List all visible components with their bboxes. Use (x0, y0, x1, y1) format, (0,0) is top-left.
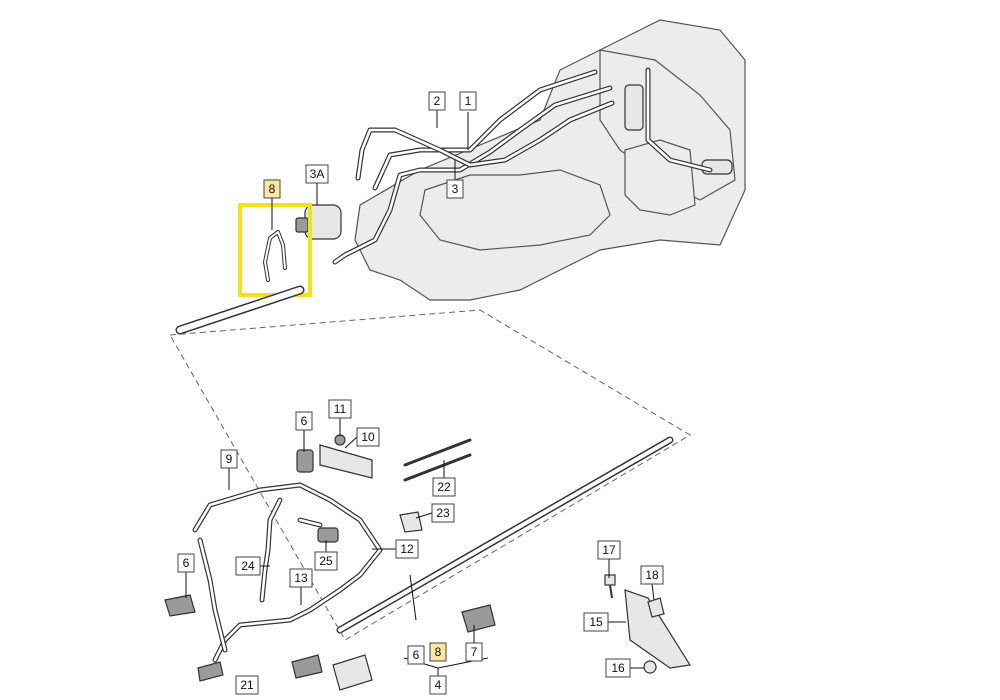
clip-23 (399, 511, 423, 533)
callout-6-c-text: 6 (413, 648, 420, 662)
callout-11-text: 11 (334, 402, 347, 416)
callout-6-c: 6 (407, 645, 425, 665)
underbody-rail (175, 285, 674, 634)
bolt-17 (604, 574, 616, 599)
callout-17: 17 (597, 540, 621, 560)
callout-11: 11 (328, 399, 352, 419)
callout-23: 23 (431, 503, 455, 523)
callout-3a-text: 3A (310, 167, 325, 181)
clip-6-a (296, 449, 314, 473)
detail-frame (169, 309, 691, 641)
callout-21-text: 21 (240, 678, 254, 692)
nut-11 (334, 434, 346, 446)
callout-1: 1 (459, 91, 477, 111)
callout-9: 9 (220, 449, 238, 469)
callout-17-text: 17 (602, 543, 616, 557)
callout-7-text: 7 (471, 645, 478, 659)
callout-8-top-text: 8 (269, 182, 276, 196)
callout-15: 15 (583, 612, 609, 632)
bracket-10 (319, 444, 373, 479)
callout-23-text: 23 (436, 506, 450, 520)
callout-22: 22 (432, 477, 456, 497)
valve-25 (317, 527, 339, 543)
callout-16: 16 (605, 658, 631, 678)
callout-2-text: 2 (434, 94, 441, 108)
lower-fuel-pipes (192, 482, 383, 663)
damper-block (332, 654, 373, 691)
callout-18-text: 18 (645, 568, 659, 582)
callout-13: 13 (289, 568, 313, 588)
callout-22-text: 22 (437, 480, 451, 494)
callout-18: 18 (640, 565, 664, 585)
callout-16-text: 16 (611, 661, 625, 675)
clip-21 (197, 661, 224, 682)
callout-13-text: 13 (294, 571, 308, 585)
nut-16 (643, 660, 657, 674)
top-fuel-pipes (332, 67, 713, 265)
callout-25-text: 25 (319, 554, 333, 568)
callout-4: 4 (429, 675, 447, 695)
callout-3: 3 (446, 179, 464, 199)
callout-8-bottom: 8 (429, 642, 447, 662)
callout-4-text: 4 (435, 678, 442, 692)
callout-6-b: 6 (177, 553, 195, 573)
cable-ties-22 (403, 438, 472, 482)
callout-2: 2 (428, 91, 446, 111)
leader-lines (185, 108, 655, 676)
callout-12-text: 12 (400, 542, 414, 556)
fuel-filter (295, 204, 342, 240)
callout-3-text: 3 (452, 182, 459, 196)
callout-6-b-text: 6 (183, 556, 190, 570)
callout-24: 24 (235, 556, 261, 576)
holder-7 (461, 604, 496, 633)
callout-7: 7 (465, 642, 483, 662)
callout-8-bottom-text: 8 (435, 645, 442, 659)
clip-6-c (291, 654, 323, 679)
callout-3a: 3A (305, 164, 329, 184)
callout-1-text: 1 (465, 94, 472, 108)
return-hose-8 (263, 230, 287, 282)
clip-18 (647, 597, 665, 618)
callout-21: 21 (235, 675, 259, 695)
bracket-15 (624, 589, 691, 669)
callout-6-a: 6 (295, 411, 313, 431)
callout-25: 25 (314, 551, 338, 571)
callout-24-text: 24 (241, 559, 255, 573)
callout-10: 10 (356, 427, 380, 447)
callout-12: 12 (395, 539, 419, 559)
callout-8-top: 8 (263, 179, 281, 199)
callout-10-text: 10 (361, 430, 375, 444)
callout-9-text: 9 (226, 452, 233, 466)
callout-6-a-text: 6 (301, 414, 308, 428)
fuel-tank (354, 19, 746, 301)
callout-15-text: 15 (589, 615, 603, 629)
holder-6-b (164, 594, 196, 617)
